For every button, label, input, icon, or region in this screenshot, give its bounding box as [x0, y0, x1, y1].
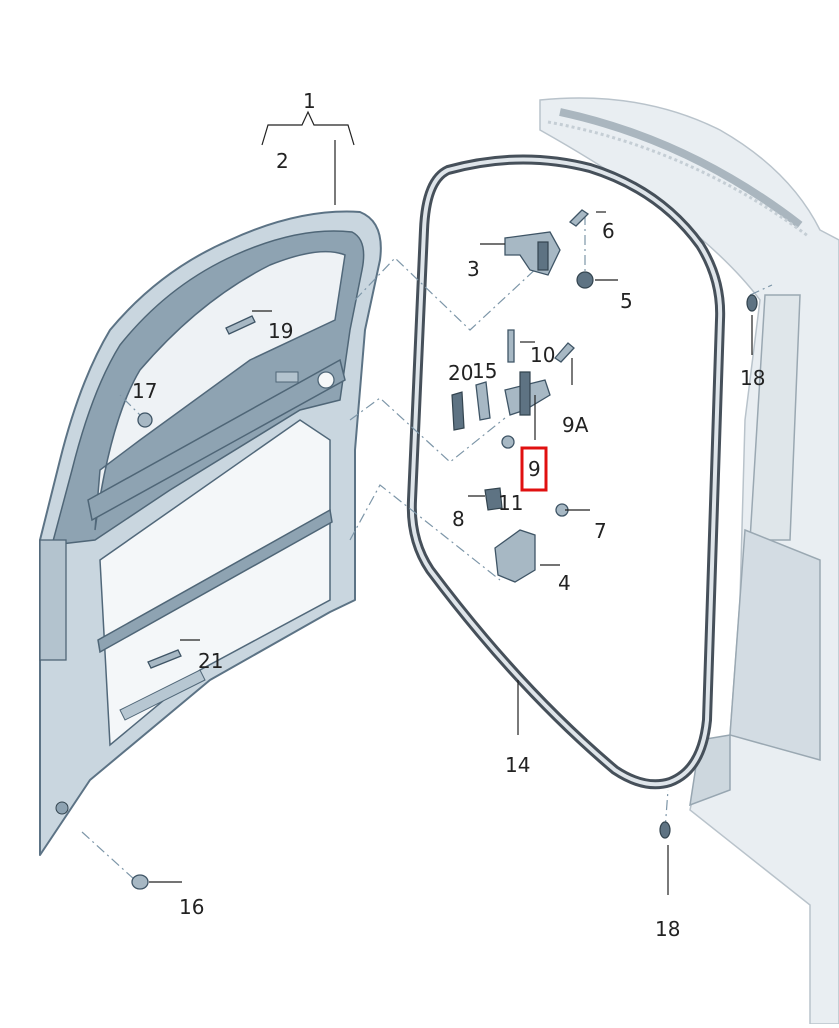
screw: [507, 329, 515, 363]
label-17: 17: [132, 379, 157, 403]
label-18-lower: 18: [655, 917, 680, 941]
label-18-upper: 18: [740, 366, 765, 390]
hardware-parts: [131, 209, 758, 890]
label-14: 14: [505, 753, 530, 777]
label-9: 9: [528, 457, 541, 481]
plug-17: [137, 412, 153, 428]
part-15: [475, 381, 491, 421]
plug-16: [131, 874, 149, 890]
label-21: 21: [198, 649, 223, 673]
door-shell: [39, 210, 382, 856]
leader-lines: [149, 110, 753, 895]
label-1: 1: [303, 89, 316, 113]
lower-hinge: [494, 529, 536, 583]
label-20: 20: [448, 361, 473, 385]
label-5: 5: [620, 289, 633, 313]
assembly-lines: [81, 215, 773, 881]
label-9a: 9A: [562, 413, 589, 437]
label-11: 11: [498, 491, 523, 515]
bolt-6: [568, 209, 590, 227]
label-6: 6: [602, 219, 615, 243]
car-body: [539, 97, 839, 1025]
label-15: 15: [472, 359, 497, 383]
door-seal: [406, 154, 726, 790]
plug-18-upper: [746, 294, 758, 312]
label-2: 2: [276, 149, 289, 173]
label-10: 10: [530, 343, 555, 367]
label-3: 3: [467, 257, 480, 281]
part-8: [484, 487, 503, 511]
plug-18-lower: [659, 821, 671, 839]
bolt-10: [554, 342, 575, 363]
label-4: 4: [558, 571, 571, 595]
highlight-box: [520, 446, 548, 492]
callout-labels: 1 2 3 4 5 6 7 8 9 9A 10 11 14 15 16 17 1…: [132, 89, 765, 941]
pad-19: [225, 315, 256, 335]
nut-9: [501, 435, 515, 449]
label-8: 8: [452, 507, 465, 531]
part-20: [451, 391, 465, 431]
upper-hinge: [504, 231, 561, 276]
label-19: 19: [268, 319, 293, 343]
label-7: 7: [594, 519, 607, 543]
nut-5: [576, 271, 594, 289]
label-16: 16: [179, 895, 204, 919]
pad-21: [147, 649, 182, 669]
